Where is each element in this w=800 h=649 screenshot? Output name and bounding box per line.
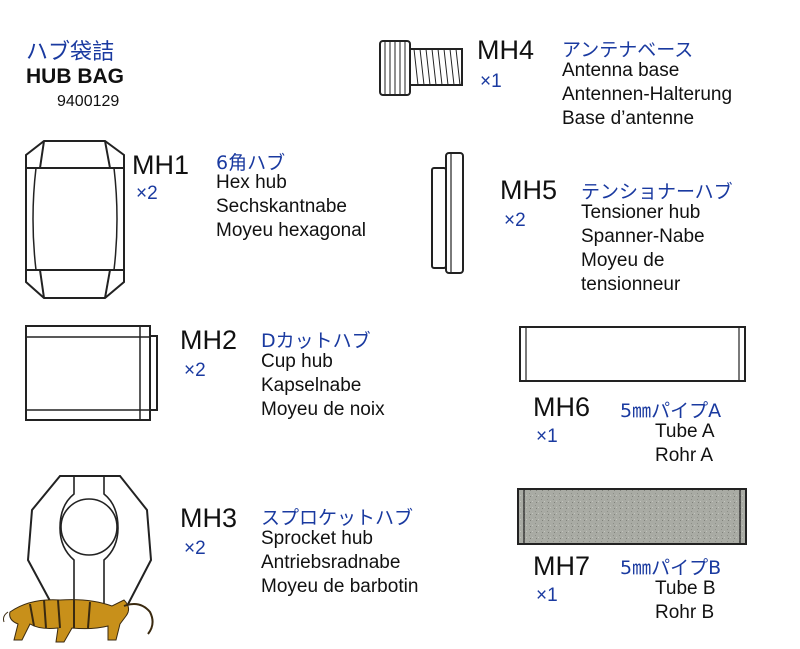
part-code-mh2: MH2 — [180, 325, 238, 355]
part-names-mh7: Tube B Rohr B — [655, 577, 716, 625]
part-name-en: Tensioner hub — [581, 202, 701, 223]
part-code-mh5: MH5 — [500, 175, 558, 205]
part-names-mh4: Antenna base Antennen-Halterung Base d’a… — [562, 59, 732, 131]
part-name-fr: Moyeu de noix — [261, 399, 385, 420]
part-qty-mh7: ×1 — [536, 585, 558, 606]
part-name-de: Spanner-Nabe — [581, 226, 705, 247]
part-name-jp-mh3: スプロケットハブ — [261, 507, 414, 529]
part-name-de: Rohr B — [655, 602, 715, 623]
part-code-mh1: MH1 — [132, 150, 190, 180]
part-code-mh6: MH6 — [533, 392, 591, 422]
part-code-mh3: MH3 — [180, 503, 238, 533]
part-name-en: Cup hub — [261, 351, 333, 372]
part-name-jp-mh7: 5㎜パイプB — [620, 557, 722, 579]
title-english: HUB BAG — [26, 65, 124, 88]
title-japanese: ハブ袋詰 — [26, 40, 115, 65]
part-name-de: Antennen-Halterung — [562, 84, 733, 105]
part-qty-mh5: ×2 — [504, 210, 526, 231]
part-number: 9400129 — [57, 93, 120, 110]
part-names-mh5: Tensioner hub Spanner-Nabe Moyeu de tens… — [581, 201, 705, 297]
part-qty-mh6: ×1 — [536, 426, 558, 447]
part-name-fr: Base d’antenne — [562, 108, 695, 129]
part-name-de: Antriebsradnabe — [261, 552, 401, 573]
part-name-de: Sechskantnabe — [216, 196, 347, 217]
part-name-en: Hex hub — [216, 172, 287, 193]
part-name-jp-mh5: テンショナーハブ — [581, 181, 733, 203]
part-names-mh1: Hex hub Sechskantnabe Moyeu hexagonal — [216, 171, 366, 243]
part-qty-mh3: ×2 — [184, 538, 206, 559]
part-qty-mh1: ×2 — [136, 183, 158, 204]
part-names-mh3: Sprocket hub Antriebsradnabe Moyeu de ba… — [261, 527, 418, 599]
part-qty-mh4: ×1 — [480, 71, 502, 92]
part-code-mh7: MH7 — [533, 551, 591, 581]
part-name-jp-mh2: Dカットハブ — [261, 330, 371, 352]
part-name-jp-mh4: アンテナベース — [562, 39, 694, 61]
part-name-jp-mh6: 5㎜パイプA — [620, 400, 722, 422]
part-name-fr-1: Moyeu de — [581, 250, 665, 271]
part-name-de: Kapselnabe — [261, 375, 362, 396]
part-name-en: Tube B — [655, 578, 716, 599]
part-names-mh2: Cup hub Kapselnabe Moyeu de noix — [261, 350, 385, 422]
part-code-mh4: MH4 — [477, 35, 535, 65]
part-name-jp-mh1: 6角ハブ — [216, 152, 286, 174]
part-name-en: Antenna base — [562, 60, 680, 81]
part-names-mh6: Tube A Rohr A — [655, 420, 715, 468]
part-name-fr: Moyeu hexagonal — [216, 220, 366, 241]
part-name-fr: Moyeu de barbotin — [261, 576, 419, 597]
part-name-en: Tube A — [655, 421, 715, 442]
part-name-en: Sprocket hub — [261, 528, 373, 549]
part-name-de: Rohr A — [655, 445, 714, 466]
part-qty-mh2: ×2 — [184, 360, 206, 381]
part-name-fr-2: tensionneur — [581, 274, 681, 295]
